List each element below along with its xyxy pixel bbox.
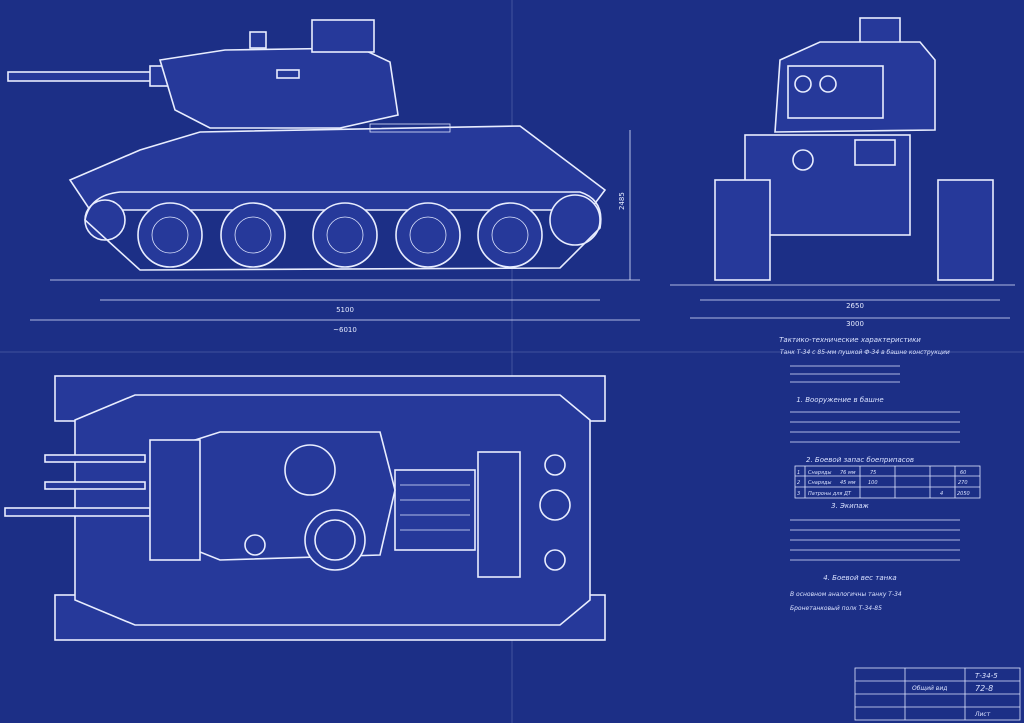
notes-section-3: 3. Экипаж <box>831 502 869 510</box>
table-cell: 2 <box>797 480 800 486</box>
notes-section-4: 4. Боевой вес танка <box>823 574 896 582</box>
side-view-drawing: 5100 ~6010 2485 <box>7 19 640 334</box>
title-label: Общий вид <box>912 685 947 692</box>
spec-notes: Тактико-технические характеристики Танк … <box>779 336 981 612</box>
table-row: 3 Патроны для ДТ 4 2050 <box>797 491 970 497</box>
notes-title: Тактико-технические характеристики <box>779 336 921 344</box>
table-cell: 270 <box>958 480 968 486</box>
front-dim-track: 2650 <box>846 302 864 310</box>
table-cell: 76 мм <box>840 470 856 476</box>
table-cell: 3 <box>797 491 800 497</box>
side-dim-track: 5100 <box>336 306 354 314</box>
table-cell: 45 мм <box>840 480 856 486</box>
notes-line-1: Танк Т-34 с 85-мм пушкой Ф-34 в башне ко… <box>780 349 950 356</box>
front-view-drawing: 2650 3000 <box>670 17 1015 328</box>
table-cell: Снаряды <box>808 470 831 476</box>
title-block: Т-34-5 Общий вид 72-8 Лист <box>854 667 1021 721</box>
title-sheet: Лист <box>974 711 991 718</box>
ammo-table: 1 Снаряды 76 мм 75 60 2 Снаряды 45 мм 10… <box>794 465 981 499</box>
table-cell: Снаряды <box>808 480 831 486</box>
table-cell: 100 <box>868 480 878 486</box>
table-cell: 1 <box>797 470 800 476</box>
table-cell: 4 <box>940 491 943 497</box>
notes-section-2: 2. Боевой запас боеприпасов <box>806 456 914 464</box>
side-dim-total: ~6010 <box>333 326 357 334</box>
notes-footer-1: В основном аналогичны танку Т-34 <box>790 591 902 598</box>
notes-footer-2: Бронетанковый полк Т-34-85 <box>790 605 882 612</box>
table-cell: Патроны для ДТ <box>808 491 852 497</box>
front-dim-width: 3000 <box>846 320 864 328</box>
title-number: 72-8 <box>975 684 993 693</box>
table-row: 2 Снаряды 45 мм 100 270 <box>797 480 968 486</box>
table-cell: 75 <box>870 470 876 476</box>
top-view-drawing <box>4 375 606 641</box>
table-cell: 2050 <box>957 491 970 497</box>
table-cell: 60 <box>960 470 966 476</box>
side-dim-height: 2485 <box>618 192 626 210</box>
title-code: Т-34-5 <box>975 672 998 680</box>
table-row: 1 Снаряды 76 мм 75 60 <box>797 470 966 476</box>
notes-section-1: 1. Вооружение в башне <box>796 396 883 404</box>
